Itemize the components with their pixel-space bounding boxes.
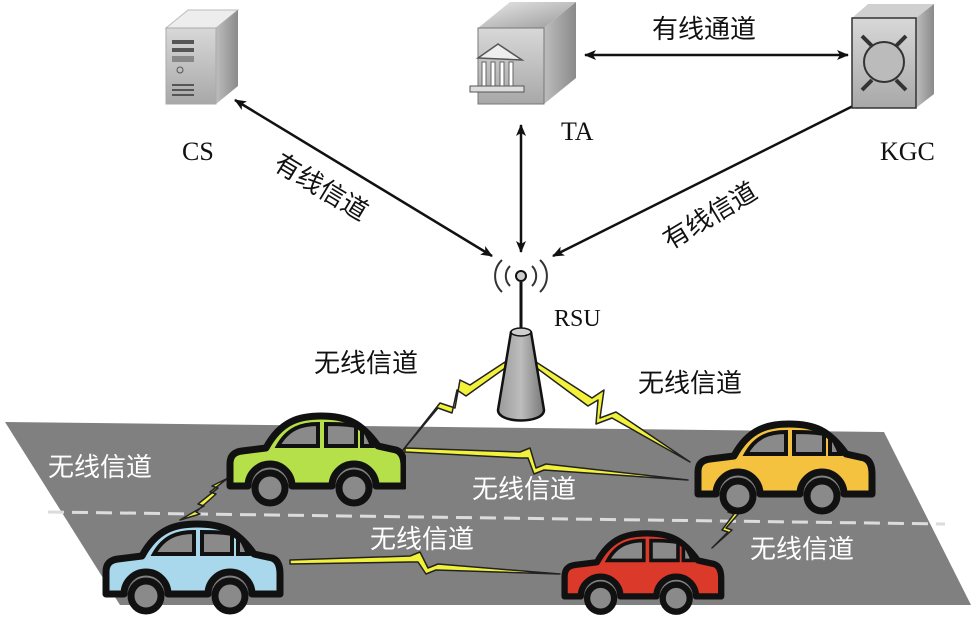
wired-links xyxy=(234,50,866,258)
rsu-label: RSU xyxy=(554,306,601,332)
blue-red-link-label: 无线信道 xyxy=(370,525,474,555)
green-yellow-lightning xyxy=(404,447,689,481)
ta-node[interactable] xyxy=(469,2,576,105)
green-blue-link-label: 无线信道 xyxy=(48,453,152,483)
green-yellow-link-label: 无线信道 xyxy=(472,475,576,505)
cs-rsu-link-label: 有线信道 xyxy=(268,148,373,227)
yellow-red-link-label: 无线信道 xyxy=(750,535,854,565)
antenna-tower-icon xyxy=(494,259,548,422)
rsu-green-lightning xyxy=(402,361,509,451)
server-icon xyxy=(164,9,240,105)
kgc-rsu-link-label: 有线信道 xyxy=(658,177,763,256)
blue-red-lightning xyxy=(289,551,561,575)
key-generator-icon xyxy=(851,4,934,109)
kgc-label: KGC xyxy=(880,137,935,166)
cs-node[interactable] xyxy=(164,9,240,105)
ta-kgc-link-label: 有线通道 xyxy=(652,15,756,45)
kgc-rsu-arrow xyxy=(552,98,866,258)
rsu-node[interactable] xyxy=(494,259,548,422)
green-blue-lightning xyxy=(179,477,229,521)
kgc-node[interactable] xyxy=(851,4,934,109)
rsu-green-link-label: 无线信道 xyxy=(314,349,418,379)
building-icon xyxy=(469,2,576,105)
cs-label: CS xyxy=(182,137,214,166)
ta-label: TA xyxy=(561,117,594,146)
cs-rsu-arrow xyxy=(234,98,493,258)
rsu-yellow-lightning xyxy=(533,361,691,463)
rsu-yellow-link-label: 无线信道 xyxy=(638,369,742,399)
